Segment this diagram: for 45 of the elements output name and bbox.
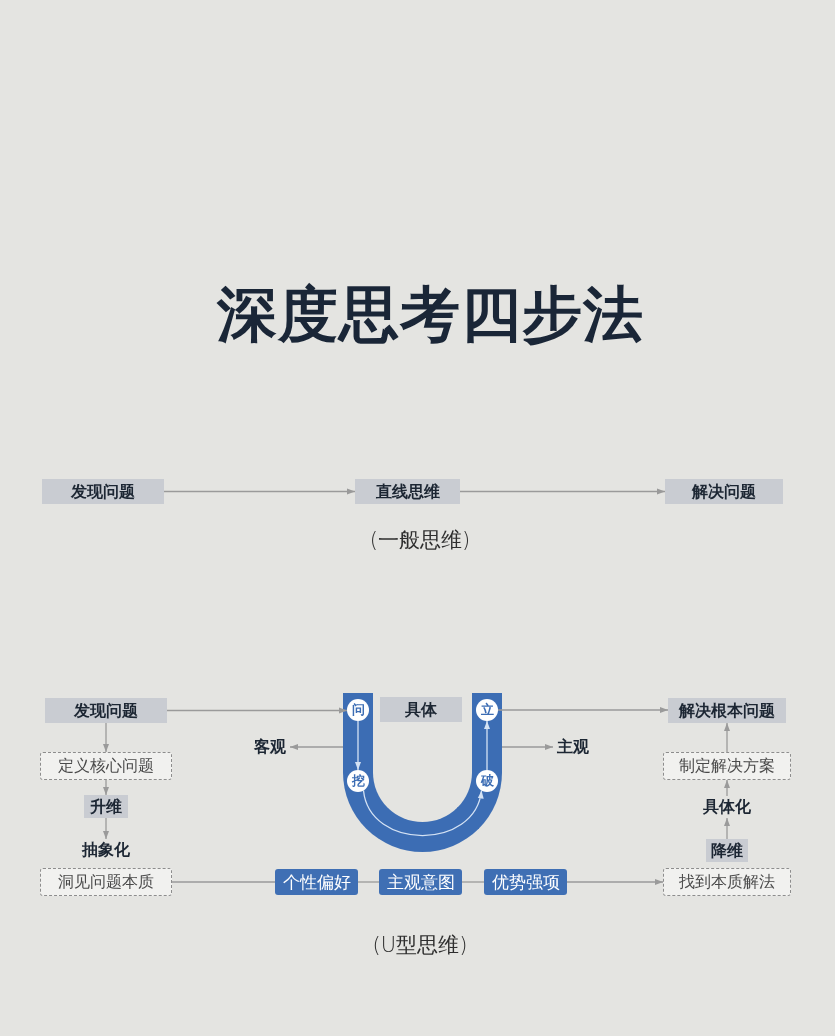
arrow — [362, 789, 483, 837]
step-box: 具体 — [380, 697, 462, 722]
step-box: 解决根本问题 — [668, 698, 786, 723]
arrow — [501, 744, 554, 750]
arrow — [166, 707, 348, 714]
node-label: 具体化 — [701, 796, 753, 818]
title: 深度思考四步法 — [216, 280, 644, 349]
tag-box: 主观意图 — [379, 869, 462, 895]
circle-label: 破 — [476, 770, 498, 792]
arrow — [103, 817, 109, 840]
node-label: 抽象化 — [80, 839, 132, 861]
step-box: 升维 — [84, 795, 128, 818]
tag-box: 个性偏好 — [275, 869, 358, 895]
caption: (一般思维) — [369, 528, 471, 554]
step-box: 发现问题 — [42, 479, 164, 504]
step-box: 降维 — [706, 839, 748, 862]
arrow — [289, 744, 344, 750]
dashed-box: 制定解决方案 — [663, 752, 791, 780]
arrow — [103, 779, 109, 796]
arrow — [724, 779, 730, 797]
step-box: 发现问题 — [45, 698, 167, 723]
arrow — [497, 707, 669, 713]
dashed-box: 洞见问题本质 — [40, 868, 172, 896]
tag-box: 优势强项 — [484, 869, 567, 895]
arrow — [459, 488, 666, 495]
arrow — [103, 722, 109, 753]
dashed-box: 定义核心问题 — [40, 752, 172, 780]
connector-line — [171, 881, 276, 883]
arrow — [355, 720, 361, 771]
node-label: 客观 — [250, 736, 290, 758]
arrow — [163, 488, 356, 495]
step-box: 解决问题 — [665, 479, 783, 504]
arrow — [566, 879, 664, 885]
step-box: 直线思维 — [355, 479, 460, 504]
arrow — [724, 817, 730, 840]
arrow — [724, 722, 730, 753]
connector-line — [357, 881, 380, 883]
circle-label: 立 — [476, 699, 498, 721]
circle-label: 问 — [347, 699, 369, 721]
dashed-box: 找到本质解法 — [663, 868, 791, 896]
caption: (U型思维) — [372, 933, 468, 959]
connector-line — [461, 881, 485, 883]
node-label: 主观 — [553, 736, 593, 758]
arrow — [484, 720, 490, 771]
circle-label: 挖 — [347, 770, 369, 792]
